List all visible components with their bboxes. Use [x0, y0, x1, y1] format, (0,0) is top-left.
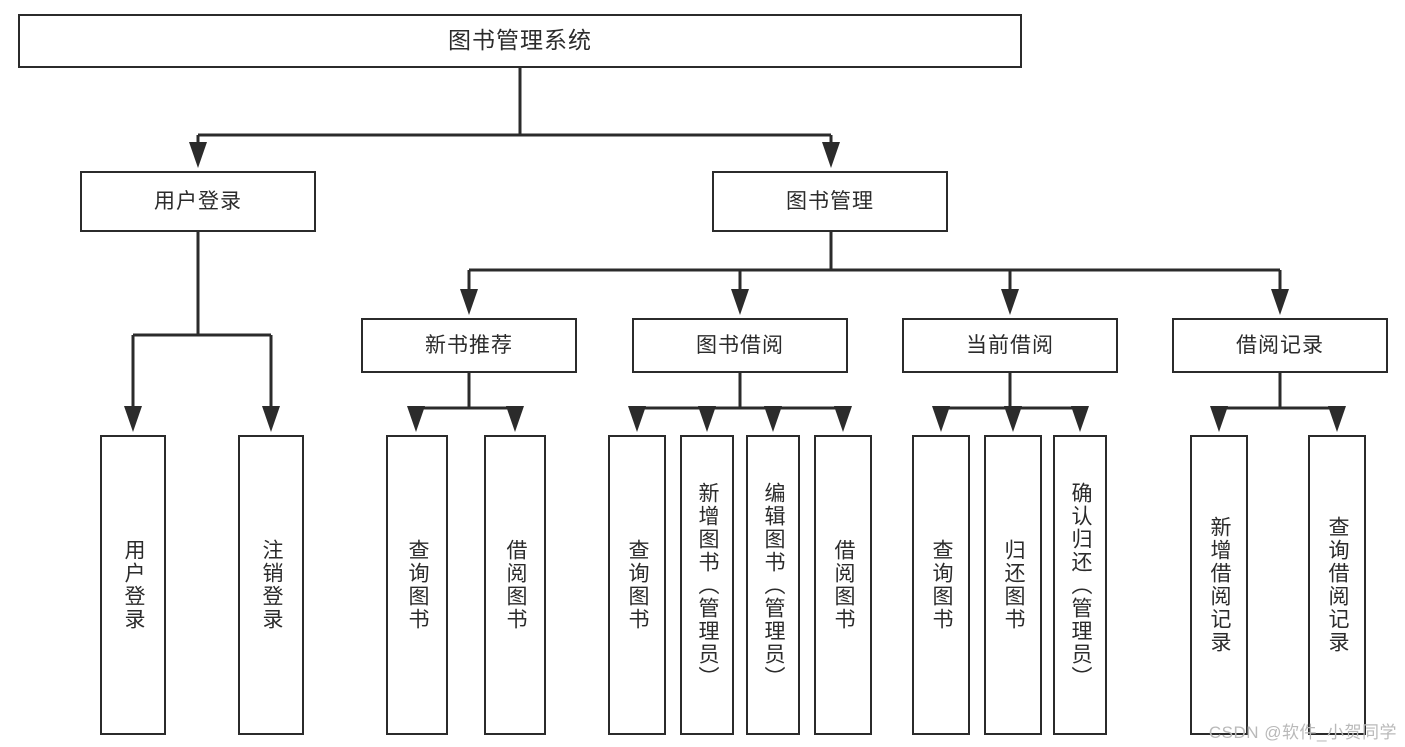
node-book-borrow[interactable]: 图书借阅 — [632, 318, 848, 373]
node-leaf-add-record-label: 新增借阅记录 — [1208, 516, 1232, 654]
node-book-management-label: 图书管理 — [786, 189, 874, 213]
node-leaf-query-book-2-label: 查询图书 — [626, 539, 650, 631]
connector-books-to-new — [460, 270, 478, 315]
node-borrow-records-label: 借阅记录 — [1236, 333, 1324, 357]
connector-current-to-ret — [1004, 406, 1022, 432]
node-leaf-borrow-book-2-label: 借阅图书 — [832, 539, 856, 631]
node-leaf-query-book-3-label: 查询图书 — [930, 539, 954, 631]
node-new-book-recommend[interactable]: 新书推荐 — [361, 318, 577, 373]
connector-borrow-to-b — [834, 406, 852, 432]
connector-root-to-user — [189, 135, 207, 168]
connector-records-to-query — [1328, 406, 1346, 432]
node-leaf-return-book-label: 归还图书 — [1002, 539, 1026, 631]
node-leaf-user-login-label: 用户登录 — [122, 539, 146, 631]
node-leaf-logout-login-label: 注销登录 — [260, 539, 284, 631]
connector-records-to-add — [1210, 406, 1228, 432]
node-leaf-query-record-label: 查询借阅记录 — [1326, 516, 1350, 654]
node-leaf-borrow-book-1-label: 借阅图书 — [504, 539, 528, 631]
connector-new-to-borrow — [506, 406, 524, 432]
node-leaf-confirm-return-label: 确认归还（管理员） — [1069, 481, 1093, 689]
node-leaf-add-book-label: 新增图书（管理员） — [696, 481, 720, 689]
node-leaf-query-record[interactable]: 查询借阅记录 — [1308, 435, 1366, 735]
connector-current-to-conf — [1071, 406, 1089, 432]
connector-current-to-q — [932, 406, 950, 432]
watermark-text: CSDN @软件_小贺同学 — [1208, 723, 1397, 742]
node-user-login[interactable]: 用户登录 — [80, 171, 316, 232]
node-leaf-confirm-return[interactable]: 确认归还（管理员） — [1053, 435, 1107, 735]
node-current-borrow-label: 当前借阅 — [966, 333, 1054, 357]
node-leaf-query-book-1-label: 查询图书 — [406, 539, 430, 631]
connector-books-to-current — [1001, 270, 1019, 315]
node-borrow-records[interactable]: 借阅记录 — [1172, 318, 1388, 373]
node-leaf-user-login[interactable]: 用户登录 — [100, 435, 166, 735]
node-root[interactable]: 图书管理系统 — [18, 14, 1022, 68]
node-leaf-query-book-1[interactable]: 查询图书 — [386, 435, 448, 735]
node-leaf-return-book[interactable]: 归还图书 — [984, 435, 1042, 735]
connector-books-to-records — [1271, 270, 1289, 315]
node-leaf-edit-book-label: 编辑图书（管理员） — [762, 481, 786, 689]
node-leaf-borrow-book-1[interactable]: 借阅图书 — [484, 435, 546, 735]
connector-user-to-logout — [262, 335, 280, 432]
connector-user-to-login — [124, 335, 142, 432]
connector-borrow-to-q — [628, 406, 646, 432]
node-leaf-query-book-3[interactable]: 查询图书 — [912, 435, 970, 735]
node-current-borrow[interactable]: 当前借阅 — [902, 318, 1118, 373]
node-leaf-logout-login[interactable]: 注销登录 — [238, 435, 304, 735]
node-leaf-borrow-book-2[interactable]: 借阅图书 — [814, 435, 872, 735]
node-new-book-recommend-label: 新书推荐 — [425, 333, 513, 357]
connector-root-to-books — [822, 135, 840, 168]
node-book-management[interactable]: 图书管理 — [712, 171, 948, 232]
node-book-borrow-label: 图书借阅 — [696, 333, 784, 357]
node-leaf-edit-book[interactable]: 编辑图书（管理员） — [746, 435, 800, 735]
node-leaf-add-book[interactable]: 新增图书（管理员） — [680, 435, 734, 735]
node-leaf-add-record[interactable]: 新增借阅记录 — [1190, 435, 1248, 735]
connector-new-to-query — [407, 406, 425, 432]
connector-borrow-to-add — [698, 406, 716, 432]
node-user-login-label: 用户登录 — [154, 189, 242, 213]
connector-books-to-borrow — [731, 270, 749, 315]
node-leaf-query-book-2[interactable]: 查询图书 — [608, 435, 666, 735]
node-root-label: 图书管理系统 — [448, 27, 592, 54]
connector-borrow-to-edit — [764, 406, 782, 432]
